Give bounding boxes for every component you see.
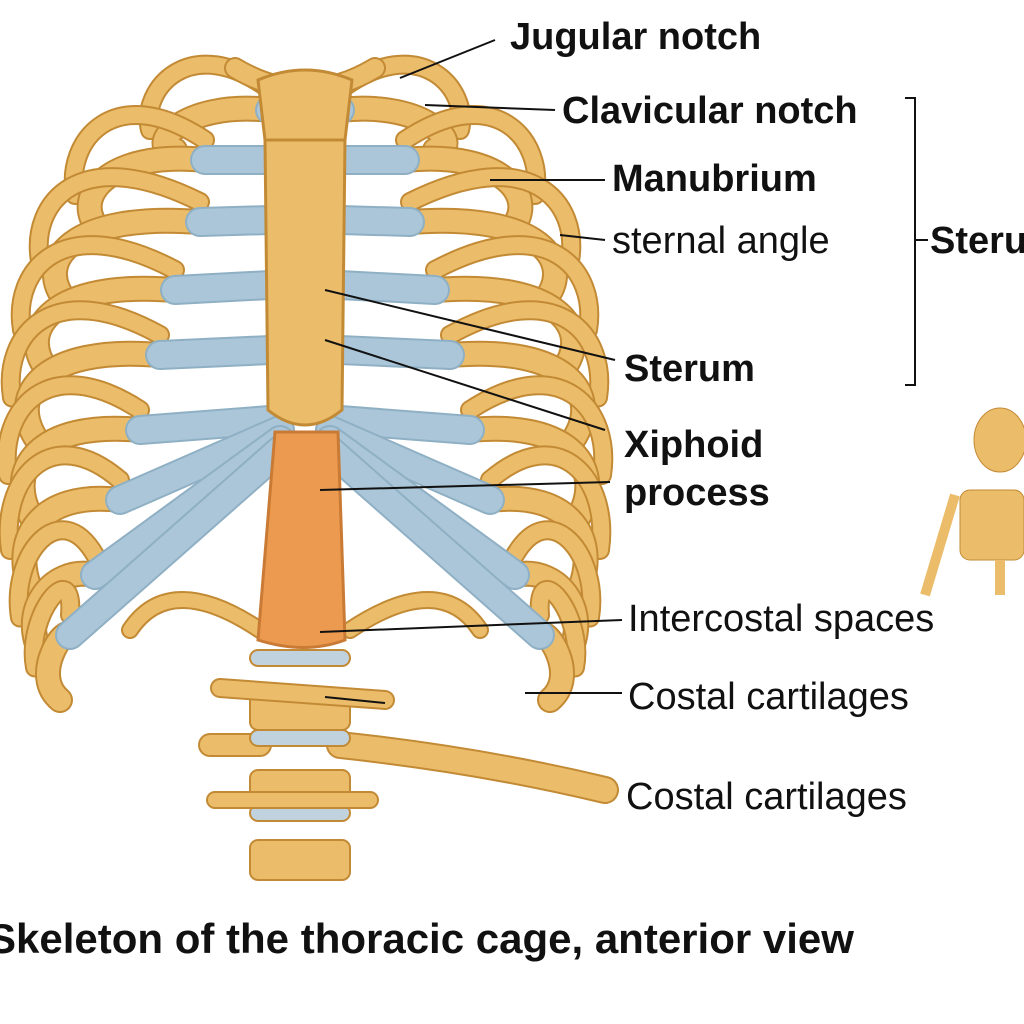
costal-cartilage	[327, 207, 423, 235]
intervertebral-disc	[249, 649, 351, 667]
costal-cartilage	[127, 407, 283, 443]
mini-ribcage	[959, 489, 1024, 561]
costal-cartilage	[57, 437, 293, 648]
leader-line	[424, 104, 556, 111]
label-manubrium: Manubrium	[612, 158, 817, 200]
rib-back-2	[30, 169, 208, 269]
label-intercostal-spaces: Intercostal spaces	[628, 598, 935, 640]
rib-back-5	[0, 377, 148, 483]
rib-back-3	[12, 237, 183, 338]
rib-5	[11, 417, 151, 531]
rib-back-2	[402, 169, 580, 269]
vertebral-column	[206, 649, 395, 881]
costal-cartilage	[317, 437, 553, 648]
leader-line	[319, 619, 623, 633]
costal-cartilage	[327, 272, 448, 303]
label-sternal-angle: sternal angle	[612, 220, 830, 262]
label-jugular-notch: Jugular notch	[510, 16, 762, 58]
label-clavicular-notch: Clavicular notch	[562, 90, 858, 132]
label-costal-cartilages-2: Costal cartilages	[626, 776, 907, 818]
rib-back-5	[462, 377, 612, 483]
mini-skeleton-icon	[920, 407, 1024, 597]
rib-back-8	[531, 581, 585, 676]
vertebra	[249, 839, 351, 881]
rib-back-7	[10, 522, 103, 626]
rib-back-3	[427, 237, 598, 338]
leader-line	[319, 481, 611, 491]
rib-back-4	[2, 302, 168, 406]
sternum	[256, 68, 354, 649]
leader-line	[324, 339, 606, 431]
costal-cartilage	[187, 207, 283, 235]
manubrium	[256, 68, 354, 142]
ribs	[0, 54, 619, 804]
xiphoid-process	[256, 430, 347, 649]
rib-back-4	[442, 302, 608, 406]
mini-skull	[973, 407, 1024, 473]
leader-line	[399, 39, 496, 79]
mini-arm	[920, 493, 960, 597]
label-sternum-bracket: Steru	[930, 220, 1024, 262]
costal-cartilage	[327, 407, 483, 443]
lower-rib-right	[328, 733, 617, 802]
rib-back-7	[507, 522, 600, 626]
rib-4	[15, 342, 171, 451]
label-costal-cartilages-1: Costal cartilages	[628, 676, 909, 718]
label-sterum: Sterum	[624, 348, 755, 390]
costal-cartilage	[147, 337, 283, 368]
label-process: process	[624, 472, 770, 514]
leader-line	[559, 234, 606, 241]
leader-lines	[319, 39, 928, 704]
sternum-body	[263, 138, 347, 427]
rib-back-8	[25, 581, 79, 676]
label-xiphoid: Xiphoid	[624, 424, 764, 466]
leader-line	[324, 696, 386, 704]
costal-cartilage	[162, 272, 283, 303]
sternum-bracket	[905, 97, 928, 386]
floating-rib	[343, 593, 487, 637]
floating-rib	[123, 593, 267, 637]
rib-back-6	[0, 447, 128, 558]
transverse-process	[212, 680, 393, 708]
rib-back-6	[482, 447, 610, 558]
intervertebral-disc	[249, 729, 351, 747]
rib-5	[459, 417, 599, 531]
figure-caption: Skeleton of the thoracic cage, anterior …	[0, 915, 854, 962]
leader-line	[324, 289, 616, 361]
